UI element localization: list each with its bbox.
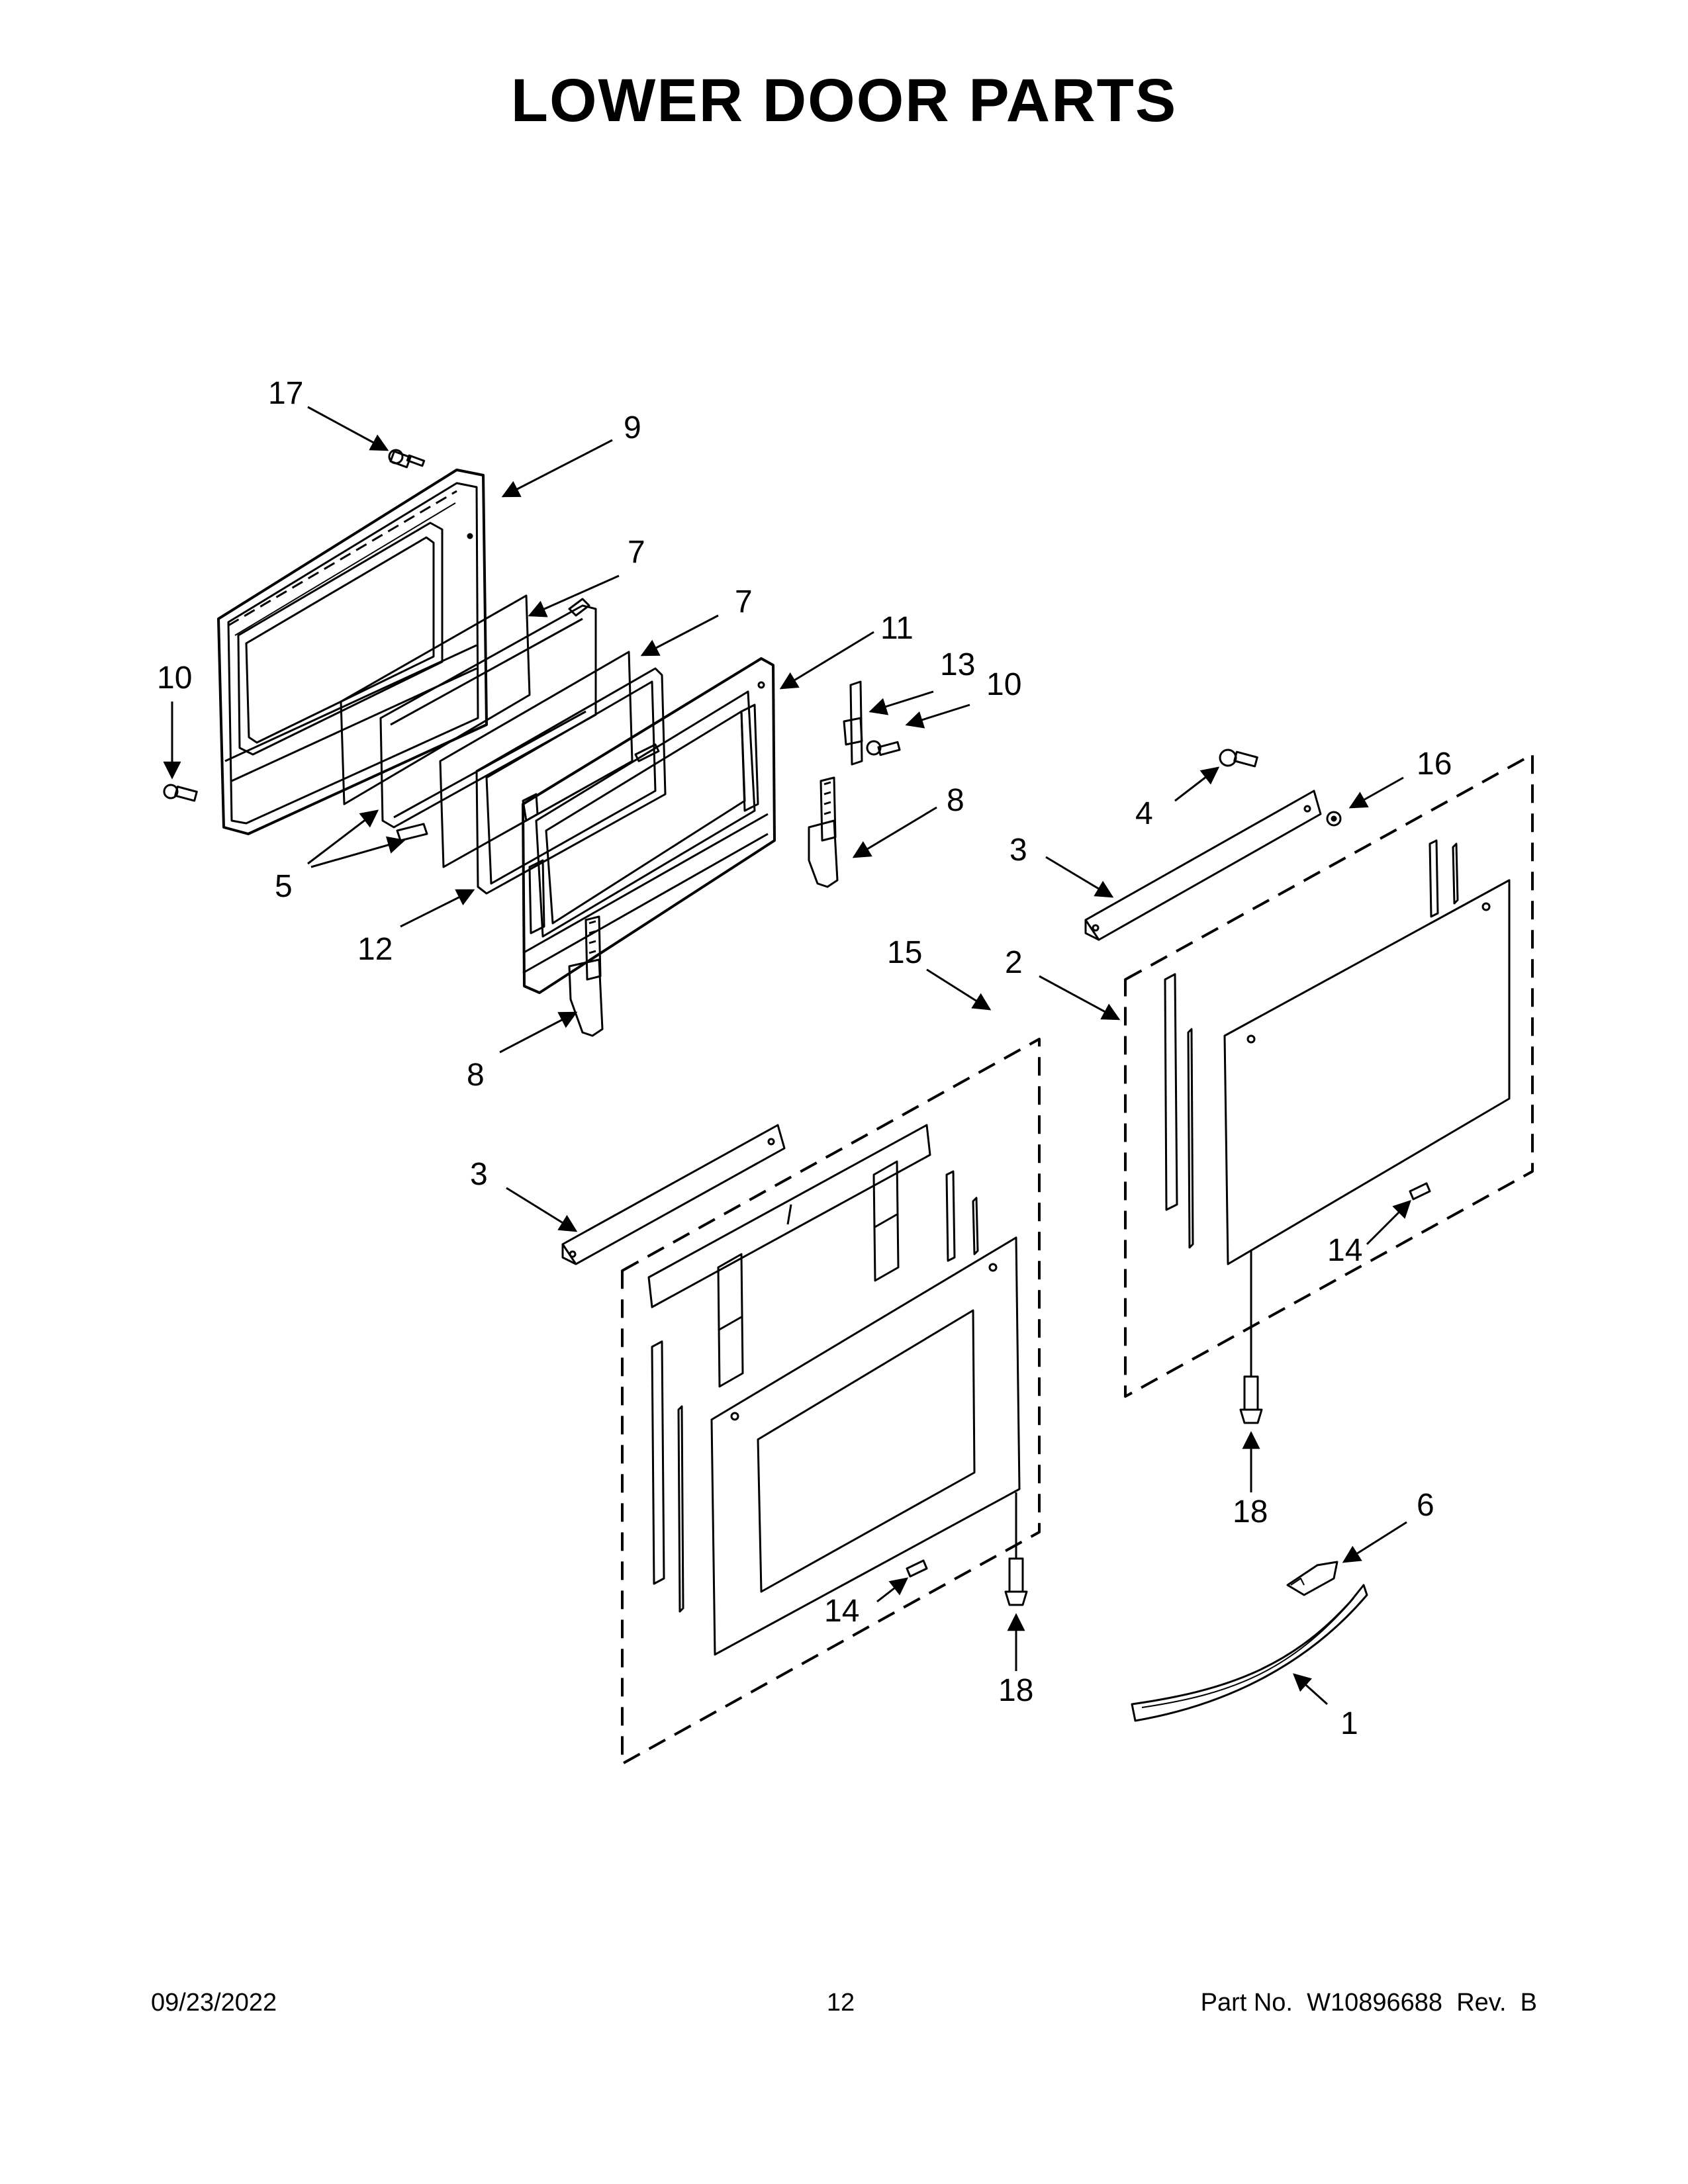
part-7-glass-pane-1 xyxy=(340,594,531,805)
callout-7-upper: 7 xyxy=(628,535,645,570)
footer-date: 09/23/2022 xyxy=(151,1989,277,2017)
part-11-inner-door-liner xyxy=(522,657,776,994)
callout-11: 11 xyxy=(880,611,914,646)
footer-part-number: Part No. W10896688 Rev. B xyxy=(1201,1989,1537,2017)
part-1-door-handle xyxy=(1131,1584,1368,1722)
callout-7-lower: 7 xyxy=(735,584,753,619)
callout-14-lower: 14 xyxy=(824,1594,859,1629)
part-12-inner-glass-frame xyxy=(475,667,667,895)
leader-lines xyxy=(163,406,1411,1706)
callout-17: 17 xyxy=(268,376,303,411)
callout-labels: 17 9 7 7 10 11 13 10 5 12 8 8 16 4 3 2 1… xyxy=(157,376,1452,1741)
callout-3-lower: 3 xyxy=(470,1157,488,1192)
callout-18-lower: 18 xyxy=(998,1673,1033,1708)
part-10-screw-left xyxy=(163,784,198,802)
callout-14-right: 14 xyxy=(1327,1233,1362,1268)
rev-value: B xyxy=(1520,1989,1537,2017)
callout-1: 1 xyxy=(1340,1706,1358,1741)
page-title: LOWER DOOR PARTS xyxy=(510,67,1178,134)
callout-8-lower: 8 xyxy=(467,1058,485,1093)
part-label: Part No. xyxy=(1200,1989,1293,2017)
part-17-screw xyxy=(388,449,426,469)
part-15-assembly-boundary xyxy=(621,1038,1041,1765)
part-2-outer-glass xyxy=(1164,839,1511,1265)
part-3-trim-bar-lower xyxy=(561,1124,786,1265)
callout-9: 9 xyxy=(624,410,641,445)
part-15-door-outer-panel xyxy=(647,1124,1021,1656)
callout-6: 6 xyxy=(1417,1488,1434,1523)
part-18-screw-lower xyxy=(1004,1492,1028,1606)
callout-12: 12 xyxy=(357,932,393,967)
callout-10-left: 10 xyxy=(157,660,192,696)
part-4-screw xyxy=(1219,749,1258,768)
callout-18-right: 18 xyxy=(1233,1494,1268,1529)
part-3-trim-bar-upper xyxy=(1084,790,1322,941)
part-2-assembly-boundary xyxy=(1124,753,1534,1398)
part-number: W10896688 xyxy=(1307,1989,1443,2017)
part-8-hinge-upper xyxy=(808,776,839,888)
part-16-washer xyxy=(1326,811,1342,827)
part-18-screw-right xyxy=(1239,1251,1263,1424)
callout-4: 4 xyxy=(1135,796,1153,831)
callout-3-upper: 3 xyxy=(1009,833,1027,868)
part-13-bracket xyxy=(843,680,863,766)
callout-5: 5 xyxy=(275,869,293,904)
part-10-screw-center xyxy=(866,740,901,756)
part-8-hinge-lower xyxy=(568,915,604,1037)
callout-8-upper: 8 xyxy=(947,783,964,818)
footer-page-number: 12 xyxy=(826,1989,855,2017)
part-14-clip-right xyxy=(1409,1182,1431,1201)
callout-16: 16 xyxy=(1417,747,1452,782)
callout-15: 15 xyxy=(887,935,922,970)
callout-10-center: 10 xyxy=(986,667,1021,702)
part-6-handle-end-cap xyxy=(1286,1561,1338,1596)
callout-2: 2 xyxy=(1005,945,1023,980)
callout-13: 13 xyxy=(940,647,975,682)
rev-label: Rev. xyxy=(1456,1989,1507,2017)
part-14-clip-lower xyxy=(906,1559,928,1578)
part-9-outer-door-frame xyxy=(217,469,488,835)
